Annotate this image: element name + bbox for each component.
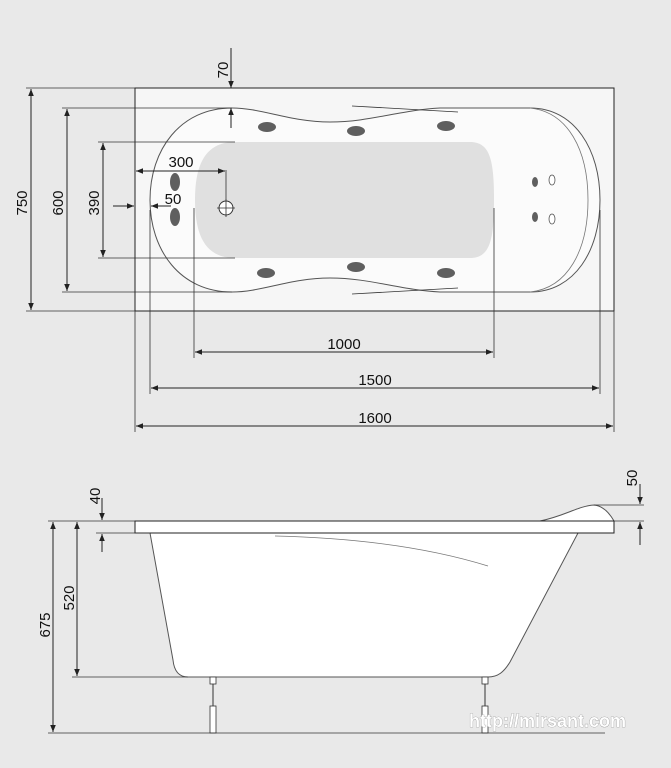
control-button xyxy=(548,213,556,225)
jet xyxy=(347,262,365,272)
drain-icon xyxy=(217,199,235,217)
headrest-curve xyxy=(529,107,589,293)
dimension-label-750: 750 xyxy=(14,190,31,215)
dimension-390: 390 xyxy=(86,143,106,257)
support-leg xyxy=(481,676,489,734)
dimension-label-300: 300 xyxy=(168,154,193,171)
headrest-curve xyxy=(351,287,459,295)
jet xyxy=(257,268,275,278)
tub-basin-floor xyxy=(195,142,494,258)
jet xyxy=(347,126,365,136)
dimension-40: 40 xyxy=(87,488,105,552)
control-button xyxy=(532,177,538,187)
support-leg xyxy=(209,676,217,734)
dimension-675: 675 xyxy=(37,522,56,732)
dimension-label-1600: 1600 xyxy=(358,410,391,427)
dimension-50-side: 50 xyxy=(624,470,643,545)
dimension-520: 520 xyxy=(61,522,80,676)
watermark: http://mirsant.com xyxy=(469,711,626,731)
dimension-label-50: 50 xyxy=(165,191,182,208)
dimension-label-600: 600 xyxy=(50,190,67,215)
dimension-70: 70 xyxy=(215,48,234,128)
jet xyxy=(170,208,180,226)
jet xyxy=(258,122,276,132)
tub-rim-side xyxy=(134,520,615,534)
side-view: 40 50 520 675 xyxy=(37,470,644,734)
dimension-label-1500: 1500 xyxy=(358,372,391,389)
dimension-1500: 1500 xyxy=(151,372,599,391)
dimension-600: 600 xyxy=(50,109,70,291)
dimension-750: 750 xyxy=(14,89,34,310)
dimension-50-top: 50 xyxy=(113,191,182,209)
dimension-label-1000: 1000 xyxy=(327,336,360,353)
jet xyxy=(437,268,455,278)
dimension-1600: 1600 xyxy=(136,410,613,429)
dimension-label-675: 675 xyxy=(37,612,54,637)
headrest-curve xyxy=(351,105,459,113)
control-button xyxy=(548,174,556,186)
dimension-label-40: 40 xyxy=(87,488,104,505)
control-button xyxy=(532,212,538,222)
headrest-side xyxy=(539,504,615,522)
dimension-1000: 1000 xyxy=(195,336,493,355)
tub-body-contour xyxy=(274,535,489,567)
jet xyxy=(170,173,180,191)
dimension-label-520: 520 xyxy=(61,585,78,610)
top-view: 70 750 600 390 300 5 xyxy=(14,48,615,432)
jet xyxy=(437,121,455,131)
dimension-label-50-side: 50 xyxy=(624,470,641,487)
dimension-300: 300 xyxy=(136,154,225,174)
tub-body-side xyxy=(149,532,579,678)
dimension-label-390: 390 xyxy=(86,190,103,215)
dimension-label-70: 70 xyxy=(215,62,232,79)
